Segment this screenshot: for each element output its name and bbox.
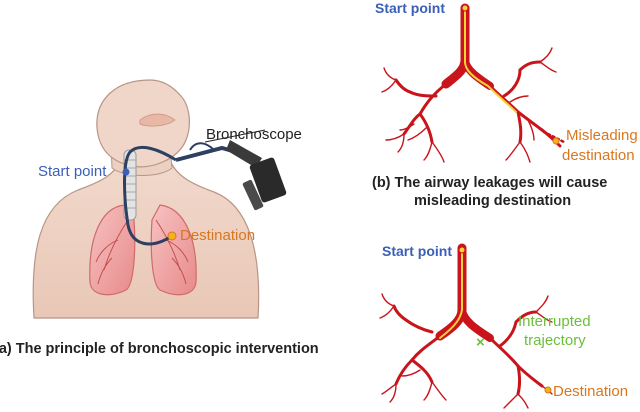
destination-dot-a xyxy=(167,231,177,241)
start-point-label-a: Start point xyxy=(38,163,107,180)
interrupted-label-line2: trajectory xyxy=(524,332,586,349)
destination-label-c: Destination xyxy=(553,383,629,400)
caption-b-line2: misleading destination xyxy=(414,193,572,209)
misleading-dot xyxy=(552,137,560,145)
start-point-dot-c xyxy=(458,246,466,254)
bronchoscope-label: Bronchoscope xyxy=(206,126,302,143)
torso-illustration xyxy=(32,79,260,319)
start-point-dot-b xyxy=(461,4,469,12)
airway-tree-c xyxy=(379,243,553,409)
caption-b-line1: (b) The airway leakages will cause xyxy=(372,175,608,191)
destination-label-a: Destination xyxy=(180,227,256,244)
destination-dot-c xyxy=(544,386,552,394)
bronchoscope-device xyxy=(175,129,287,211)
misleading-label-line1: Misleading xyxy=(566,127,638,144)
start-point-label-b: Start point xyxy=(375,0,445,16)
interrupted-label-line1: Interrupted xyxy=(518,313,591,330)
airway-tree-b xyxy=(381,3,566,163)
misleading-label-line2: destination xyxy=(562,147,635,164)
bronchoscope-tube xyxy=(123,146,177,246)
caption-a: (a) The principle of bronchoscopic inter… xyxy=(0,341,319,357)
interrupted-marker: × xyxy=(476,334,485,351)
nasal-cavity xyxy=(139,113,176,127)
right-lung xyxy=(150,204,197,296)
start-point-label-c: Start point xyxy=(382,243,452,259)
start-point-dot-a xyxy=(122,168,130,176)
